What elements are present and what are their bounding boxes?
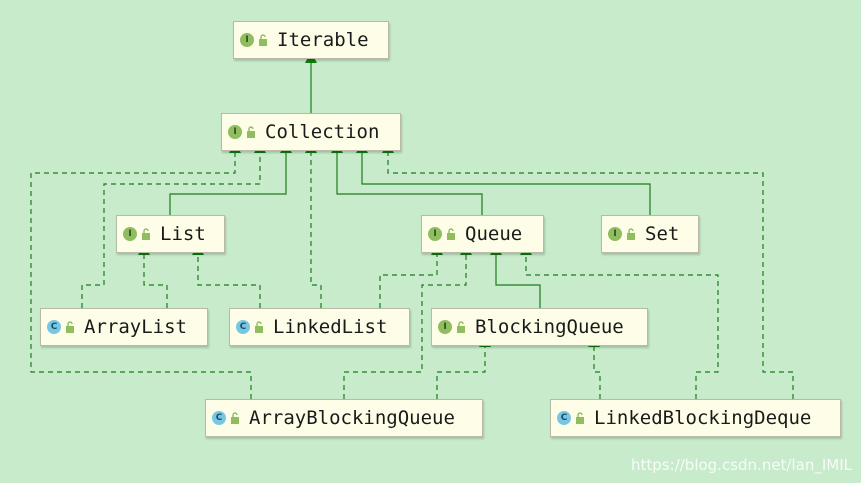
unlocked-icon	[576, 412, 584, 424]
node-set[interactable]: I Set	[601, 215, 699, 253]
edge-linkedlist-list	[192, 244, 261, 308]
class-icon: C	[47, 320, 61, 334]
edge-linkedblockingdeque-blockingqueue	[588, 336, 601, 399]
node-blockingqueue[interactable]: I BlockingQueue	[431, 308, 648, 346]
edge-arrayblockingqueue-collection	[30, 142, 252, 399]
node-label: ArrayList	[84, 316, 187, 338]
interface-icon: I	[240, 33, 254, 47]
edge-arrayblockingqueue-queue	[343, 244, 472, 399]
node-label: BlockingQueue	[475, 316, 624, 338]
edge-linkedblockingdeque-collection	[382, 142, 794, 399]
interface-icon: I	[608, 227, 622, 241]
class-icon: C	[236, 320, 250, 334]
node-list[interactable]: I List	[116, 215, 225, 253]
unlocked-icon	[231, 412, 239, 424]
interface-icon: I	[228, 125, 242, 139]
node-label: LinkedBlockingDeque	[594, 407, 812, 429]
edge-linkedblockingdeque-queue	[520, 244, 719, 399]
edge-arraylist-collection	[81, 142, 266, 308]
node-label: Set	[645, 223, 680, 245]
node-label: Collection	[265, 121, 380, 143]
edge-queue-collection	[331, 142, 483, 215]
watermark: https://blog.csdn.net/lan_IMIL	[631, 456, 852, 474]
class-icon: C	[557, 411, 571, 425]
unlocked-icon	[447, 228, 455, 240]
unlocked-icon	[259, 34, 267, 46]
edge-blockingqueue-queue	[490, 244, 541, 308]
edge-linkedlist-collection	[305, 142, 322, 308]
node-label: Iterable	[277, 29, 369, 51]
class-icon: C	[212, 411, 226, 425]
unlocked-icon	[457, 321, 465, 333]
unlocked-icon	[142, 228, 150, 240]
node-arraylist[interactable]: C ArrayList	[40, 308, 208, 346]
node-arrayblockingqueue[interactable]: C ArrayBlockingQueue	[205, 399, 483, 437]
node-iterable[interactable]: I Iterable	[233, 21, 389, 59]
edge-list-collection	[169, 142, 292, 215]
unlocked-icon	[255, 321, 263, 333]
edge-arraylist-list	[138, 244, 168, 308]
node-label: ArrayBlockingQueue	[249, 407, 455, 429]
node-label: List	[160, 223, 206, 245]
node-queue[interactable]: I Queue	[421, 215, 544, 253]
interface-icon: I	[428, 227, 442, 241]
unlocked-icon	[66, 321, 74, 333]
interface-icon: I	[123, 227, 137, 241]
edge-set-collection	[356, 142, 651, 215]
node-label: LinkedList	[273, 316, 388, 338]
node-linkedlist[interactable]: C LinkedList	[229, 308, 410, 346]
interface-icon: I	[438, 320, 452, 334]
node-collection[interactable]: I Collection	[221, 113, 401, 151]
edge-arrayblockingqueue-blockingqueue	[436, 336, 491, 399]
edge-linkedlist-queue	[379, 244, 443, 308]
unlocked-icon	[247, 126, 255, 138]
node-label: Queue	[465, 223, 523, 245]
node-linkedblockingdeque[interactable]: C LinkedBlockingDeque	[550, 399, 841, 437]
unlocked-icon	[627, 228, 635, 240]
